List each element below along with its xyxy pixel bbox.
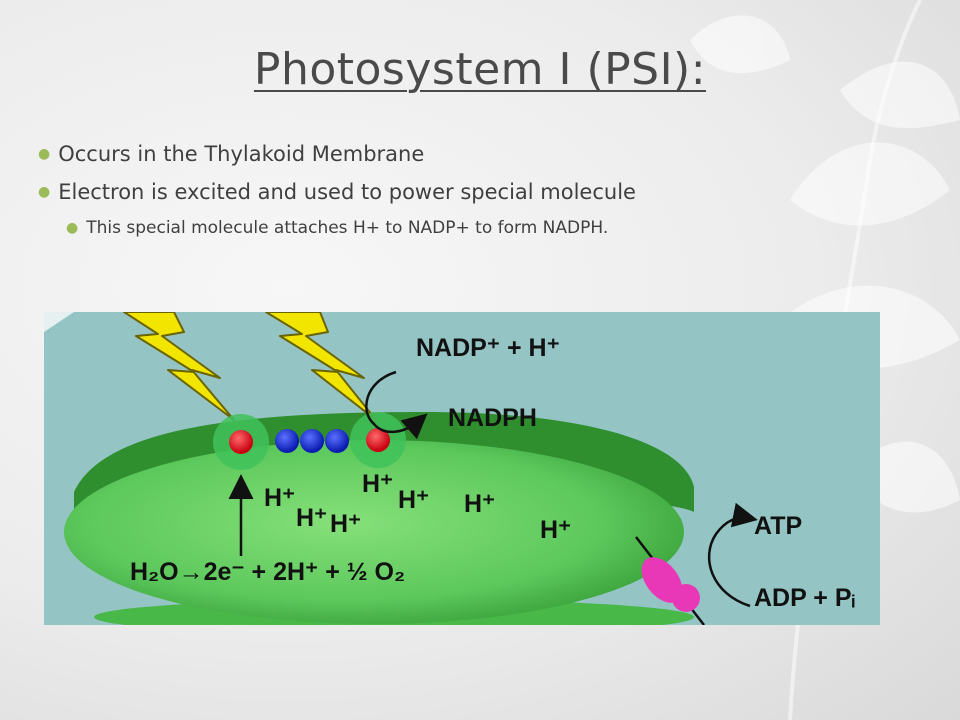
atp-synthase-icon: [672, 584, 700, 612]
lightning-bolt-icon: [123, 312, 235, 421]
nadph-label: NADPH: [448, 404, 537, 432]
nadp-reduction-arrow: [365, 370, 428, 440]
bullet-dot-icon: ●: [66, 220, 79, 236]
proton-label: H⁺: [540, 516, 571, 544]
electron-carrier: [325, 429, 349, 453]
proton-label: H⁺: [398, 486, 429, 514]
nadp-plus-label: NADP⁺ + H⁺: [416, 334, 560, 362]
background-wedge: [44, 312, 74, 332]
water-splitting-equation: H₂O→2e⁻ + 2H⁺ + ½ O₂: [130, 558, 405, 586]
thylakoid-membrane: [64, 440, 684, 624]
proton-label: H⁺: [362, 470, 393, 498]
adp-pi-label: ADP + Pᵢ: [754, 584, 855, 612]
bullet-dot-icon: ●: [38, 146, 51, 162]
proton-label: H⁺: [264, 484, 295, 512]
bullet-text: Electron is excited and used to power sp…: [58, 180, 636, 204]
bullet-text: This special molecule attaches H+ to NAD…: [86, 218, 609, 238]
proton-label: H⁺: [464, 490, 495, 518]
electron-carrier: [300, 429, 324, 453]
bullet-dot-icon: ●: [38, 184, 51, 200]
slide-title: Photosystem I (PSI):: [253, 44, 707, 95]
reaction-center: [229, 430, 253, 454]
photosystem-diagram: NADP⁺ + H⁺ NADPH H⁺ H⁺ H⁺ H⁺ H⁺ H⁺ H⁺ H₂…: [44, 312, 880, 625]
proton-label: H⁺: [330, 510, 361, 538]
atp-synthase-icon: [641, 557, 683, 603]
bullet-item: ● Electron is excited and used to power …: [38, 180, 918, 204]
bullet-text: Occurs in the Thylakoid Membrane: [58, 142, 425, 166]
atp-synthesis-arrow: [707, 502, 758, 608]
reaction-center: [366, 428, 390, 452]
bullet-list: ● Occurs in the Thylakoid Membrane ● Ele…: [38, 142, 918, 238]
lightning-bolt-icon: [265, 312, 377, 421]
atp-label: ATP: [754, 512, 802, 540]
sub-bullet-item: ● This special molecule attaches H+ to N…: [66, 218, 918, 238]
bullet-item: ● Occurs in the Thylakoid Membrane: [38, 142, 918, 166]
proton-label: H⁺: [296, 504, 327, 532]
electron-carrier: [275, 429, 299, 453]
